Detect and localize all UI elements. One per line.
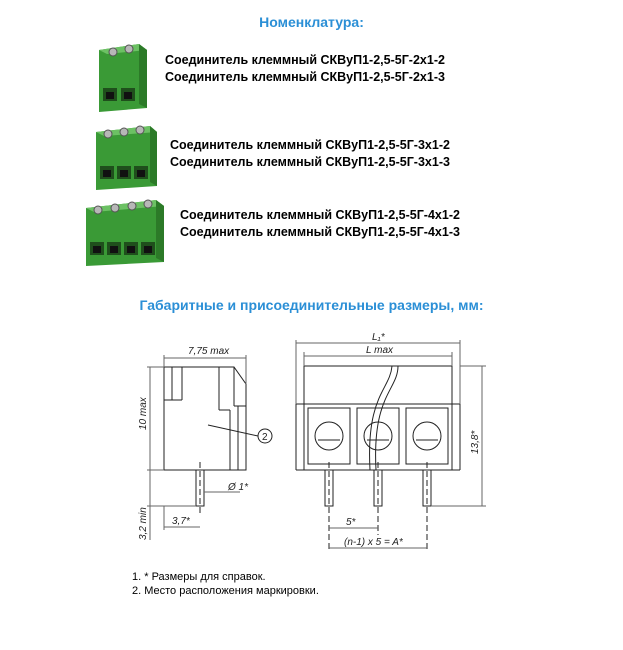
note-item: 1. * Размеры для справок. [132,571,266,583]
product-2pole-text: Соединитель клеммный СКВуП1-2,5-5Г-2х1-2… [165,52,445,86]
side-view [147,355,273,540]
product-3pole-text: Соединитель клеммный СКВуП1-2,5-5Г-3х1-2… [170,137,450,171]
nomenclature-heading: Номенклатура: [259,14,364,30]
pitch-dim-label: 5* [346,517,357,528]
marker-label: 2 [262,432,268,443]
notes: 1. * Размеры для справок. 2. Место распо… [132,570,319,598]
product-name: Соединитель клеммный СКВуП1-2,5-5Г-4х1-2 [180,208,460,222]
connector-3pole-image [96,125,157,190]
l1-dim-label: L₁* [372,332,386,343]
connector-4pole-image [86,199,164,266]
product-name: Соединитель клеммный СКВуП1-2,5-5Г-4х1-3 [180,225,460,239]
pin-diameter-label: Ø 1* [227,482,249,493]
product-4pole-text: Соединитель клеммный СКВуП1-2,5-5Г-4х1-2… [180,207,460,241]
formula-dim-label: (n-1) x 5 = A* [344,537,404,548]
pin-length-dim-label: 3,2 min [138,507,149,540]
front-view [295,340,486,552]
pin-offset-dim-label: 3,7* [172,516,191,527]
width-dim-label: 7,75 max [188,346,230,357]
product-name: Соединитель клеммный СКВуП1-2,5-5Г-2х1-2 [165,53,445,67]
product-name: Соединитель клеммный СКВуП1-2,5-5Г-3х1-2 [170,138,450,152]
height-dim-label: 10 max [138,396,149,430]
connector-2pole-image [99,44,147,112]
product-name: Соединитель клеммный СКВуП1-2,5-5Г-3х1-3 [170,155,450,169]
l-dim-label: L max [366,345,394,356]
note-item: 2. Место расположения маркировки. [132,585,319,597]
product-name: Соединитель клеммный СКВуП1-2,5-5Г-2х1-3 [165,70,445,84]
total-height-dim-label: 13,8* [470,430,481,454]
dimensions-heading: Габаритные и присоединительные размеры, … [139,297,484,313]
